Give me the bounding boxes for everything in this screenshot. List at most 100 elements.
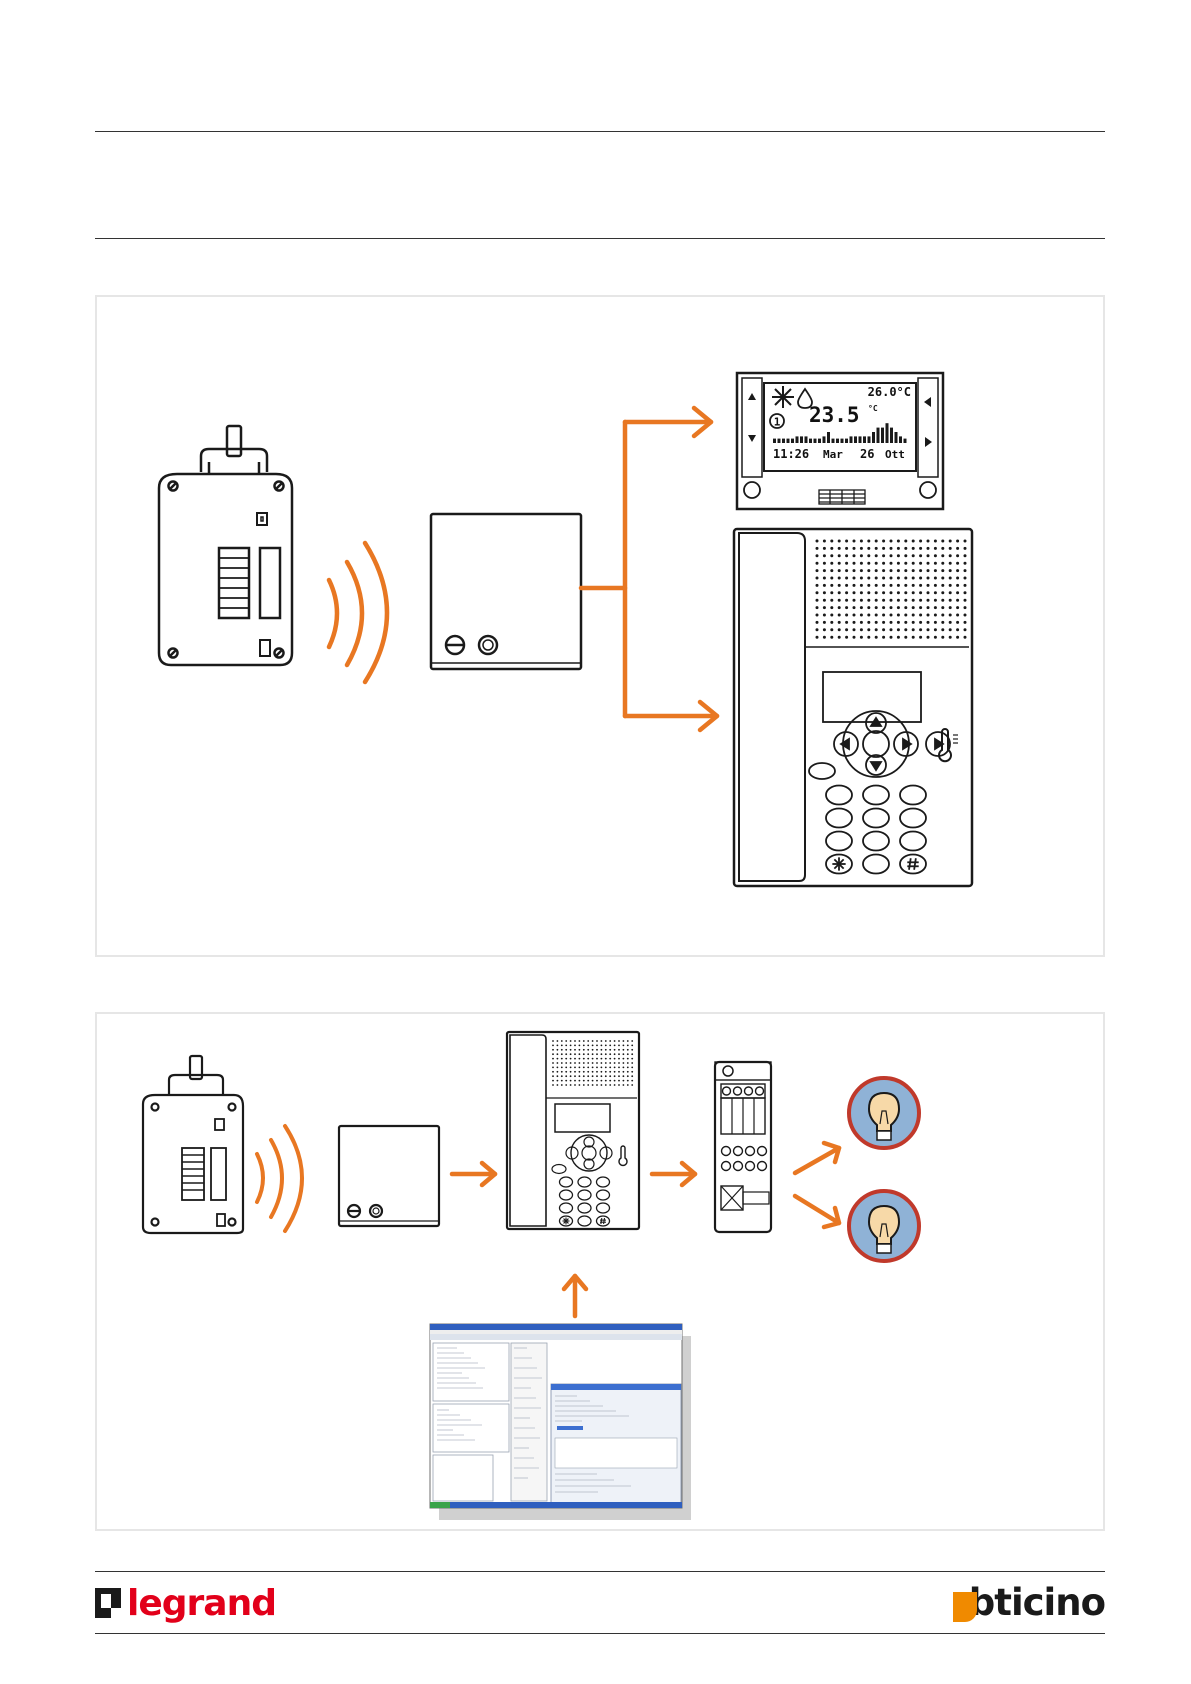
speaker-hole — [927, 554, 930, 557]
speaker-hole — [949, 599, 952, 602]
clock-month: Ott — [885, 448, 905, 461]
speaker-hole — [934, 599, 937, 602]
speaker-hole — [561, 1075, 563, 1077]
speaker-hole — [618, 1084, 620, 1086]
speaker-hole — [875, 540, 878, 543]
speaker-hole — [964, 621, 967, 624]
terminal-screw — [723, 1087, 731, 1095]
speaker-hole — [552, 1071, 554, 1073]
speaker-hole — [897, 628, 900, 631]
speaker-hole — [627, 1058, 629, 1060]
speaker-hole — [860, 547, 863, 550]
speaker-hole — [904, 628, 907, 631]
speaker-hole — [934, 621, 937, 624]
speaker-hole — [875, 584, 878, 587]
speaker-hole — [565, 1080, 567, 1082]
histogram-bar — [782, 439, 785, 443]
speaker-hole — [838, 577, 841, 580]
speaker-hole — [956, 540, 959, 543]
speaker-hole — [860, 621, 863, 624]
speaker-hole — [904, 554, 907, 557]
speaker-hole — [627, 1062, 629, 1064]
speaker-hole — [614, 1084, 616, 1086]
speaker-hole — [557, 1080, 559, 1082]
speaker-hole — [919, 599, 922, 602]
actuator-button — [734, 1162, 743, 1171]
speaker-hole — [867, 577, 870, 580]
speaker-hole — [618, 1067, 620, 1069]
speaker-hole — [867, 554, 870, 557]
speaker-hole — [867, 606, 870, 609]
speaker-hole — [623, 1084, 625, 1086]
speaker-hole — [570, 1058, 572, 1060]
hash-icon — [601, 1218, 602, 1224]
handset-large — [734, 529, 972, 886]
speaker-hole — [592, 1084, 594, 1086]
speaker-hole — [927, 591, 930, 594]
speaker-hole — [583, 1071, 585, 1073]
speaker-hole — [964, 540, 967, 543]
speaker-hole — [614, 1049, 616, 1051]
speaker-hole — [860, 614, 863, 617]
speaker-hole — [592, 1049, 594, 1051]
speaker-hole — [853, 614, 856, 617]
speaker-hole — [890, 547, 893, 550]
speaker-hole — [561, 1040, 563, 1042]
speaker-hole — [919, 577, 922, 580]
speaker-hole — [570, 1040, 572, 1042]
speaker-hole — [614, 1067, 616, 1069]
speaker-hole — [860, 628, 863, 631]
histogram-bar — [890, 428, 893, 443]
speaker-hole — [557, 1049, 559, 1051]
speaker-hole — [941, 554, 944, 557]
actuator-button — [722, 1162, 731, 1171]
header-rule — [95, 238, 1105, 239]
speaker-hole — [897, 621, 900, 624]
terminal-screw — [745, 1087, 753, 1095]
speaker-hole — [964, 562, 967, 565]
speaker-hole — [912, 577, 915, 580]
speaker-hole — [823, 562, 826, 565]
speaker-hole — [875, 614, 878, 617]
speaker-hole — [882, 621, 885, 624]
speaker-hole — [890, 599, 893, 602]
speaker-hole — [587, 1067, 589, 1069]
speaker-hole — [838, 569, 841, 572]
speaker-hole — [601, 1049, 603, 1051]
speaker-hole — [601, 1045, 603, 1047]
speaker-hole — [890, 584, 893, 587]
speaker-hole — [631, 1053, 633, 1055]
speaker-hole — [875, 628, 878, 631]
speaker-hole — [964, 554, 967, 557]
speaker-hole — [912, 562, 915, 565]
speaker-hole — [964, 584, 967, 587]
speaker-hole — [623, 1049, 625, 1051]
speaker-hole — [956, 606, 959, 609]
speaker-hole — [830, 628, 833, 631]
speaker-hole — [838, 562, 841, 565]
speaker-hole — [552, 1062, 554, 1064]
diagram-panel-bottom — [95, 1012, 1105, 1531]
speaker-hole — [904, 547, 907, 550]
speaker-hole — [830, 599, 833, 602]
histogram-bar — [787, 439, 790, 443]
speaker-hole — [587, 1062, 589, 1064]
speaker-hole — [934, 628, 937, 631]
keypad-key — [900, 786, 926, 805]
speaker-hole — [583, 1045, 585, 1047]
speaker-hole — [875, 606, 878, 609]
speaker-hole — [816, 621, 819, 624]
snowflake-icon — [772, 386, 794, 408]
speaker-hole — [816, 614, 819, 617]
speaker-hole — [614, 1071, 616, 1073]
speaker-hole — [904, 591, 907, 594]
speaker-hole — [557, 1071, 559, 1073]
speaker-hole — [845, 628, 848, 631]
speaker-hole — [570, 1045, 572, 1047]
speaker-hole — [592, 1071, 594, 1073]
histogram-bar — [805, 436, 808, 443]
probe-sensor-small-grid — [182, 1155, 204, 1190]
speaker-hole — [830, 636, 833, 639]
speaker-hole — [882, 540, 885, 543]
speaker-hole — [853, 584, 856, 587]
